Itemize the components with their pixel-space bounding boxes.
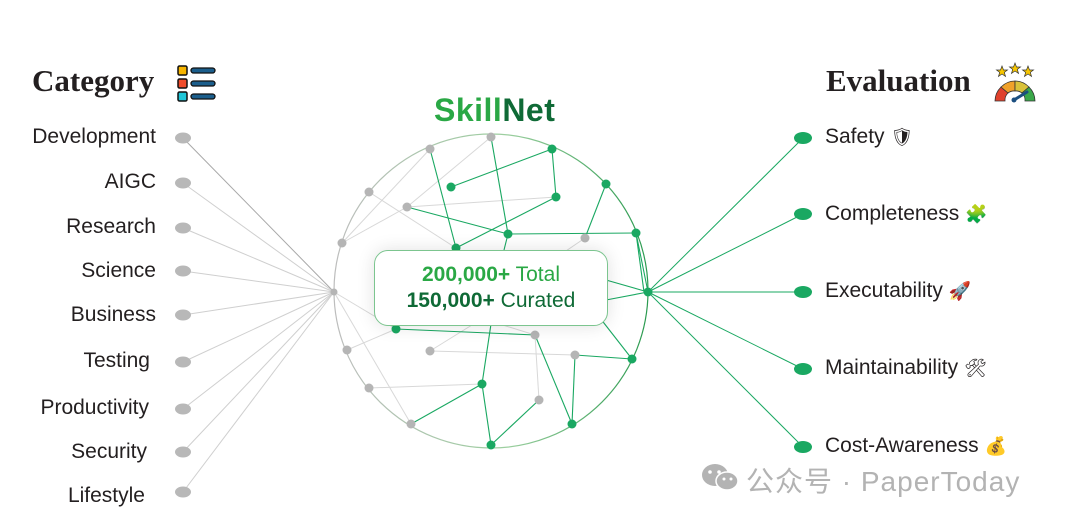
title-skill: Skill — [434, 92, 503, 128]
evaluation-label: Executability — [825, 279, 943, 302]
category-connectors — [182, 137, 335, 493]
evaluation-nodes — [794, 132, 812, 453]
money-bag-icon: 💰 — [984, 436, 1008, 456]
evaluation-label: Completeness — [825, 202, 960, 225]
category-item-business: Business — [70, 303, 156, 326]
evaluation-item-executability: Executability🚀 — [825, 279, 971, 303]
gray-nodes — [330, 132, 590, 429]
category-item-development: Development — [32, 125, 156, 148]
category-item-lifestyle: Lifestyle — [67, 484, 145, 507]
puzzle-icon: 🧩 — [965, 204, 988, 224]
wechat-icon — [700, 462, 740, 499]
total-label: Total — [510, 263, 560, 286]
category-item-security: Security — [71, 440, 147, 463]
category-nodes — [175, 132, 191, 498]
category-item-testing: Testing — [83, 349, 150, 372]
evaluation-heading: Evaluation — [826, 63, 971, 98]
watermark-text: 公众号 · PaperToday — [746, 466, 1021, 497]
total-value: 200,000+ — [421, 263, 511, 286]
evaluation-item-cost-awareness: Cost-Awareness💰 — [825, 434, 1007, 458]
gauge-stars-icon — [992, 62, 1038, 104]
evaluation-label: Maintainability — [825, 356, 959, 379]
evaluation-item-maintainability: Maintainability🛠 — [825, 356, 987, 380]
curated-value: 150,000+ — [406, 289, 495, 312]
curated-label: Curated — [494, 289, 576, 312]
category-item-aigc: AIGC — [104, 170, 156, 193]
tools-icon: 🛠 — [964, 358, 987, 378]
evaluation-item-safety: Safety🛡 — [825, 125, 913, 149]
category-heading: Category — [32, 63, 155, 98]
curated-stat: 150,000+ Curated — [375, 288, 607, 314]
evaluation-label: Safety — [825, 125, 885, 148]
shield-icon: 🛡 — [890, 127, 914, 147]
list-icon — [177, 65, 217, 103]
evaluation-connectors — [647, 137, 804, 448]
total-stat: 200,000+ Total — [375, 262, 607, 288]
category-item-science: Science — [81, 259, 156, 282]
evaluation-label: Cost-Awareness — [825, 434, 979, 457]
title-net: Net — [502, 92, 556, 128]
stats-box: 200,000+ Total 150,000+ Curated — [374, 250, 608, 326]
category-item-productivity: Productivity — [40, 396, 149, 419]
rocket-icon: 🚀 — [948, 281, 972, 301]
green-nodes — [391, 144, 653, 450]
evaluation-item-completeness: Completeness🧩 — [825, 202, 988, 226]
watermark: 公众号 · PaperToday — [700, 460, 1020, 500]
skillnet-title: SkillNet — [434, 92, 555, 129]
category-item-research: Research — [66, 215, 156, 238]
